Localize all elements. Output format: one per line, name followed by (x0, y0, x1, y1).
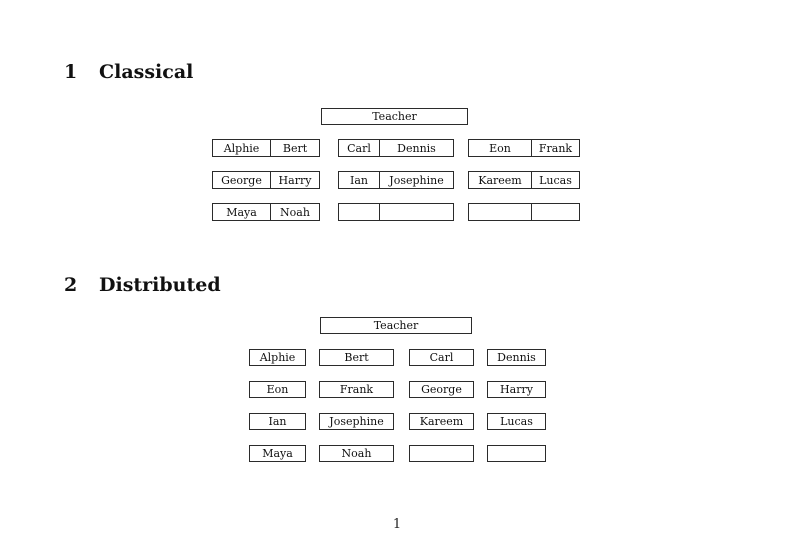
distributed-desk-r3-c4: Lucas (487, 413, 546, 430)
seat: Bert (270, 140, 319, 156)
classical-desk-r2-c2: Ian Josephine (338, 171, 454, 189)
seat: Lucas (531, 172, 579, 188)
classical-desk-r1-c3: Eon Frank (468, 139, 580, 157)
distributed-desk-r4-c1: Maya (249, 445, 306, 462)
seat: Bert (344, 351, 369, 364)
seat: Eon (489, 141, 511, 155)
seat: Dennis (497, 351, 536, 364)
section-number: 2 (64, 274, 78, 296)
section-number: 1 (64, 61, 78, 83)
distributed-desk-r1-c1: Alphie (249, 349, 306, 366)
seat: Harry (500, 383, 533, 396)
section-title: Classical (99, 61, 194, 83)
seat: Ian (268, 415, 287, 428)
classical-desk-r2-c3: Kareem Lucas (468, 171, 580, 189)
seat: Eon (266, 383, 289, 396)
seat: Frank (339, 383, 374, 396)
seat (488, 446, 545, 461)
seat: Noah (270, 204, 319, 220)
classical-desk-r3-c1: Maya Noah (212, 203, 320, 221)
distributed-desk-r2-c4: Harry (487, 381, 546, 398)
classical-desk-r1-c2: Carl Dennis (338, 139, 454, 157)
section-heading-classical: 1 Classical (64, 61, 193, 83)
classical-desk-r2-c1: George Harry (212, 171, 320, 189)
distributed-desk-r3-c3: Kareem (409, 413, 474, 430)
seat: George (221, 173, 262, 187)
seat: Alphie (259, 351, 296, 364)
seat: Josephine (329, 415, 384, 428)
classical-desk-r1-c1: Alphie Bert (212, 139, 320, 157)
distributed-desk-r3-c2: Josephine (319, 413, 394, 430)
distributed-desk-r3-c1: Ian (249, 413, 306, 430)
distributed-desk-r1-c3: Carl (409, 349, 474, 366)
seat: Dennis (379, 140, 453, 156)
classical-desk-r3-c2-empty (338, 203, 454, 221)
classical-teacher-box: Teacher (321, 108, 468, 125)
seat: Frank (531, 140, 579, 156)
distributed-desk-r2-c3: George (409, 381, 474, 398)
distributed-desk-r4-c2: Noah (319, 445, 394, 462)
classical-desk-r3-c3-empty (468, 203, 580, 221)
seat: Josephine (379, 172, 453, 188)
seat: Lucas (500, 415, 533, 428)
distributed-desk-r1-c2: Bert (319, 349, 394, 366)
seat: Carl (429, 351, 454, 364)
distributed-teacher-box: Teacher (320, 317, 472, 334)
distributed-desk-r1-c4: Dennis (487, 349, 546, 366)
seat: Carl (347, 141, 371, 155)
distributed-desk-r2-c2: Frank (319, 381, 394, 398)
seat: Maya (226, 205, 257, 219)
section-title: Distributed (99, 274, 221, 296)
seat (410, 446, 473, 461)
seat: Alphie (223, 141, 260, 155)
distributed-desk-r4-c4-empty (487, 445, 546, 462)
distributed-desk-r4-c3-empty (409, 445, 474, 462)
seat (379, 204, 453, 220)
seat (339, 204, 379, 220)
seat: Kareem (478, 173, 522, 187)
page-number: 1 (392, 517, 402, 532)
seat (469, 204, 531, 220)
distributed-desk-r2-c1: Eon (249, 381, 306, 398)
section-heading-distributed: 2 Distributed (64, 274, 221, 296)
seat: Kareem (419, 415, 464, 428)
seat: Harry (270, 172, 319, 188)
seat: Noah (341, 447, 372, 460)
seat: George (421, 383, 462, 396)
seat (531, 204, 579, 220)
seat: Ian (350, 173, 368, 187)
seat: Maya (262, 447, 293, 460)
